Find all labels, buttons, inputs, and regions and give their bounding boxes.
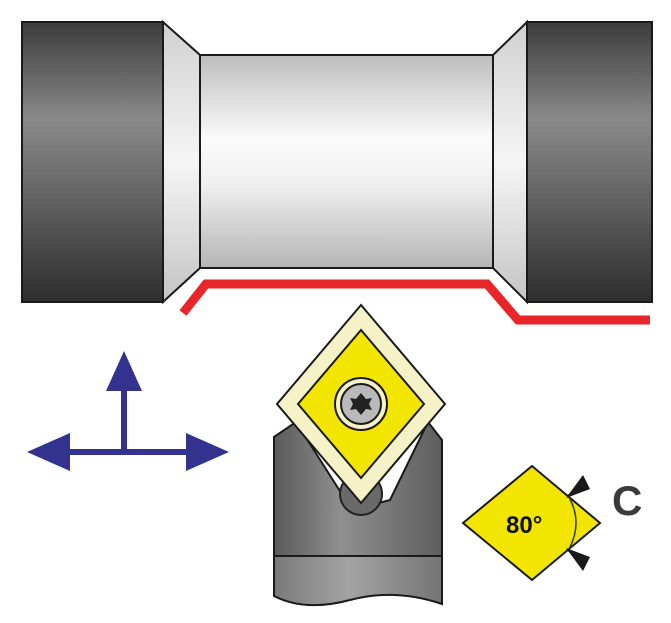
symbol-rhombus [461, 464, 602, 582]
cutting-insert [275, 303, 447, 505]
insert-shape-code: C [612, 477, 642, 524]
holder-shank [273, 555, 443, 607]
insert-shape-symbol: 80° C [461, 464, 642, 582]
torx-star [350, 393, 372, 415]
workpiece [21, 19, 653, 305]
angle-arc [568, 496, 577, 550]
workpiece-left-shoulder [21, 21, 164, 303]
workpiece-right-chamfer [492, 19, 528, 305]
workpiece-left-chamfer [162, 19, 201, 305]
insert-angle-label: 80° [506, 512, 542, 539]
workpiece-turned-diameter [199, 54, 494, 269]
workpiece-right-shoulder [526, 21, 653, 303]
tool-path-line [179, 279, 650, 325]
feed-direction-arrows-icon [27, 351, 229, 471]
clearance-arrow-icon [566, 475, 590, 571]
